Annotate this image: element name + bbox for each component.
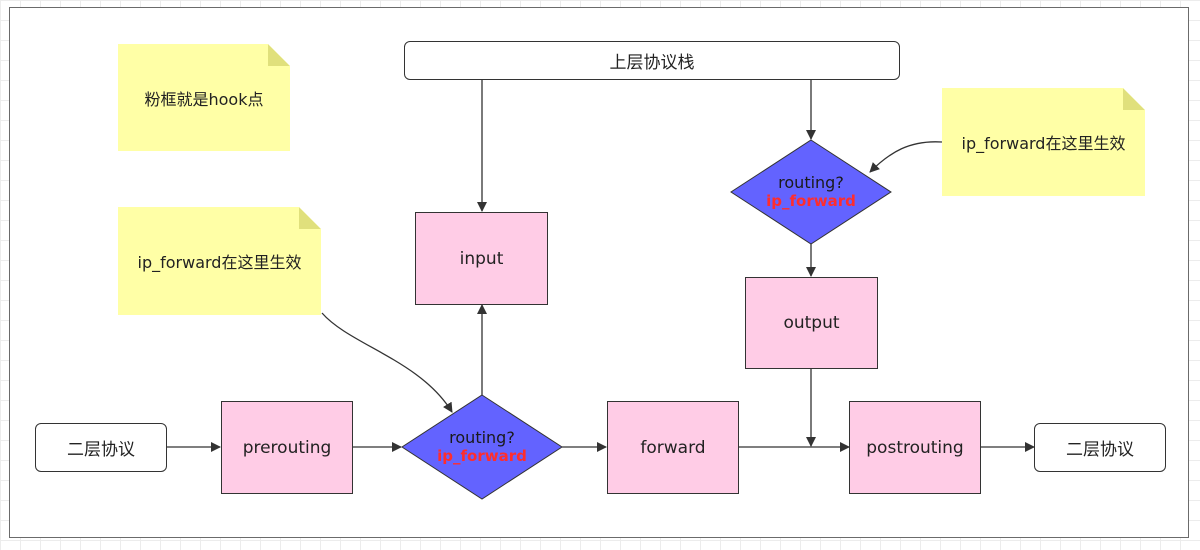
routing-decision-label: routing? ip_forward	[422, 428, 542, 466]
ip-forward-note-right: ip_forward在这里生效	[942, 88, 1145, 196]
output-label: output	[783, 313, 840, 333]
output-hook-box: output	[745, 277, 878, 369]
ip-forward-note-left: ip_forward在这里生效	[118, 207, 321, 315]
prerouting-label: prerouting	[242, 437, 332, 458]
layer2-out-box: 二层协议	[1034, 423, 1166, 472]
forward-hook-box: forward	[607, 401, 739, 494]
upper-protocol-stack-label: 上层协议栈	[609, 53, 695, 73]
prerouting-hook-box: prerouting	[221, 401, 353, 494]
ip-forward-note-right-text: ip_forward在这里生效	[961, 134, 1126, 153]
output-routing-question: routing?	[778, 173, 844, 192]
routing-question: routing?	[449, 428, 515, 447]
hook-legend-text: 粉框就是hook点	[144, 89, 264, 109]
layer2-in-label: 二层协议	[67, 440, 135, 460]
postrouting-hook-box: postrouting	[849, 401, 981, 494]
postrouting-label: postrouting	[866, 437, 964, 458]
routing-decision-diamond	[401, 394, 563, 500]
pointer-left-note	[321, 312, 453, 413]
layer2-in-box: 二层协议	[35, 423, 167, 472]
forward-label: forward	[640, 437, 706, 458]
layer2-out-label: 二层协议	[1066, 440, 1134, 460]
input-hook-box: input	[415, 212, 548, 305]
output-routing-ip-forward: ip_forward	[766, 192, 856, 210]
input-label: input	[459, 248, 504, 269]
pointer-right-note	[869, 141, 943, 173]
output-routing-decision-label: routing? ip_forward	[751, 173, 871, 211]
hook-legend-note: 粉框就是hook点	[118, 44, 290, 151]
upper-protocol-stack-box: 上层协议栈	[404, 41, 900, 80]
routing-ip-forward: ip_forward	[437, 447, 527, 465]
ip-forward-note-left-text: ip_forward在这里生效	[137, 253, 302, 272]
